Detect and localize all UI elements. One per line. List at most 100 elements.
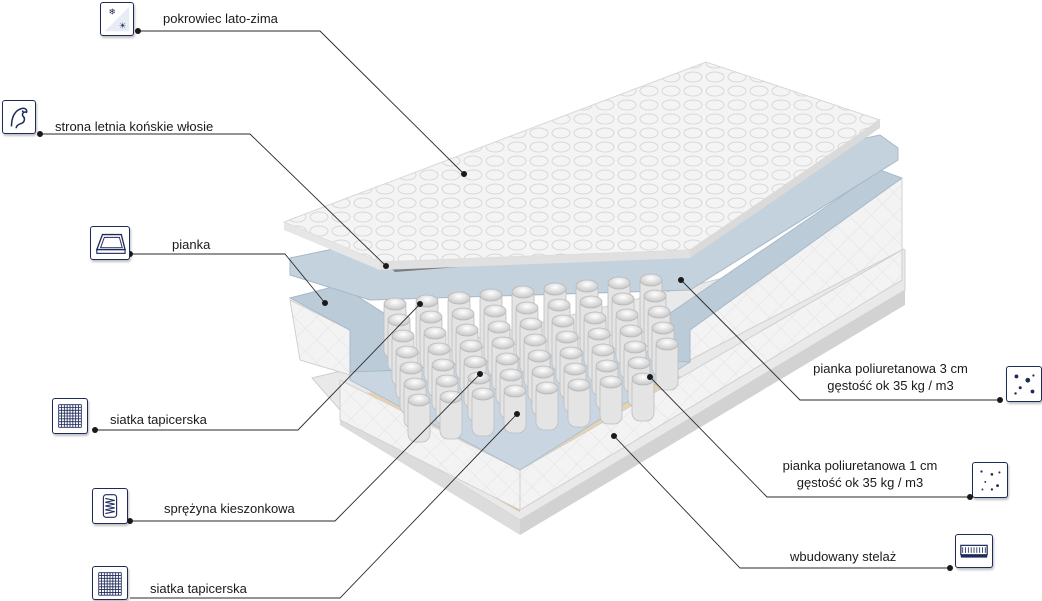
label-pu-foam-3cm: pianka poliuretanowa 3 cm gęstość ok 35 … — [798, 360, 983, 394]
pocket-spring-top — [491, 336, 515, 350]
leader-pu-3cm — [680, 279, 1000, 401]
pocket-spring-top — [555, 330, 579, 344]
pocket-spring-top — [643, 289, 667, 303]
leader-pu-1cm — [649, 376, 970, 498]
label-mesh-top: siatka tapicerska — [110, 412, 207, 427]
pocket-spring-top — [407, 393, 431, 407]
top-cover — [282, 61, 882, 270]
pocket-spring-top — [639, 273, 663, 287]
pocket-spring-top — [535, 381, 559, 395]
dot-pu3-icon-end — [997, 397, 1003, 403]
label-pu-3cm-line2: gęstość ok 35 kg / m3 — [827, 378, 954, 393]
pocket-spring-top — [583, 311, 607, 325]
pocket-spring-top — [655, 337, 679, 351]
pocket-spring-top — [391, 329, 415, 343]
pocket-spring-top — [523, 333, 547, 347]
pocket-spring-top — [479, 288, 503, 302]
pocket-spring-top — [579, 295, 603, 309]
leader-summer-side — [40, 133, 387, 267]
svg-text:☀: ☀ — [119, 20, 127, 30]
label-summer-side: strona letnia końskie włosie — [55, 119, 214, 134]
pocket-spring-top — [503, 384, 527, 398]
label-frame: wbudowany stelaż — [790, 549, 897, 564]
side-border — [289, 174, 903, 511]
pocket-spring-top — [567, 378, 591, 392]
pocket-spring-top — [619, 324, 643, 338]
leader-mesh-bottom — [130, 413, 518, 599]
pocket-spring-top — [627, 356, 651, 370]
dot-cover-icon-end — [135, 28, 141, 34]
label-pu-1cm-line2: gęstość ok 35 kg / m3 — [796, 475, 924, 490]
leader-pocket-spring — [130, 373, 481, 522]
pocket-spring-top — [611, 292, 635, 306]
pocket-spring-top — [607, 276, 631, 290]
pocket-spring-top — [531, 365, 555, 379]
dot-foam-target — [322, 300, 328, 306]
pocket-spring-top — [447, 291, 471, 305]
dot-mesh-bottom-target — [514, 411, 520, 417]
leader-frame — [613, 435, 950, 569]
pocket-spring-top — [543, 282, 567, 296]
pocket-spring-top — [591, 343, 615, 357]
pocket-spring-top — [471, 387, 495, 401]
label-pocket-spring: sprężyna kieszonkowa — [164, 501, 295, 516]
pocket-spring-top — [383, 297, 407, 311]
dot-foam-icon-end — [127, 251, 133, 257]
label-cover: pokrowiec lato-zima — [163, 11, 278, 26]
pocket-spring-top — [431, 358, 455, 372]
leader-mesh-top — [95, 303, 421, 431]
pocket-spring-top — [395, 345, 419, 359]
label-pu-3cm-line1: pianka poliuretanowa 3 cm — [813, 361, 968, 376]
pocket-spring-top — [599, 375, 623, 389]
pocket-spring-top — [527, 349, 551, 363]
pocket-springs — [383, 273, 679, 443]
pocket-spring-top — [647, 305, 671, 319]
horse-hair-icon — [2, 100, 36, 134]
pocket-spring-top — [423, 326, 447, 340]
spring-icon — [92, 488, 128, 524]
mesh-grid-icon — [52, 398, 88, 434]
pocket-spring-top — [419, 310, 443, 324]
dot-spring-target — [477, 371, 483, 377]
label-mesh-bottom: siatka tapicerska — [150, 581, 247, 596]
dot-spring-icon-end — [127, 518, 133, 524]
svg-text:❄: ❄ — [109, 6, 116, 16]
leader-cover — [138, 30, 465, 175]
dot-cover-target — [461, 171, 467, 177]
pocket-spring-top — [595, 359, 619, 373]
pocket-spring-top — [587, 327, 611, 341]
label-foam: pianka — [172, 237, 211, 252]
pocket-spring-top — [495, 352, 519, 366]
foam-density-icon — [1006, 366, 1042, 402]
pocket-spring-top — [515, 301, 539, 315]
frame-icon — [955, 534, 993, 568]
dot-mesh-top-target — [417, 301, 423, 307]
pocket-spring-top — [551, 314, 575, 328]
pocket-spring-top — [403, 377, 427, 391]
dot-mesh-top-icon-end — [92, 427, 98, 433]
pocket-spring-top — [623, 340, 647, 354]
dot-pu1-target — [647, 374, 653, 380]
pocket-spring-top — [615, 308, 639, 322]
pocket-spring-top — [483, 304, 507, 318]
foam-layer-icon — [90, 226, 130, 260]
mesh-grid-icon — [92, 566, 128, 600]
pocket-spring-top — [511, 285, 535, 299]
pocket-spring-top — [547, 298, 571, 312]
pocket-spring-top — [651, 321, 675, 335]
pocket-spring-top — [519, 317, 543, 331]
leader-foam — [130, 253, 326, 304]
pocket-spring-top — [563, 362, 587, 376]
dot-frame-icon-end — [947, 565, 953, 571]
pocket-spring-top — [399, 361, 423, 375]
dot-summer-target — [383, 263, 389, 269]
season-cover-icon: ❄☀ — [100, 2, 134, 36]
pocket-spring-top — [451, 307, 475, 321]
dot-pu3-target — [678, 277, 684, 283]
pocket-spring-top — [463, 355, 487, 369]
pocket-spring-top — [487, 320, 511, 334]
pocket-spring-top — [455, 323, 479, 337]
